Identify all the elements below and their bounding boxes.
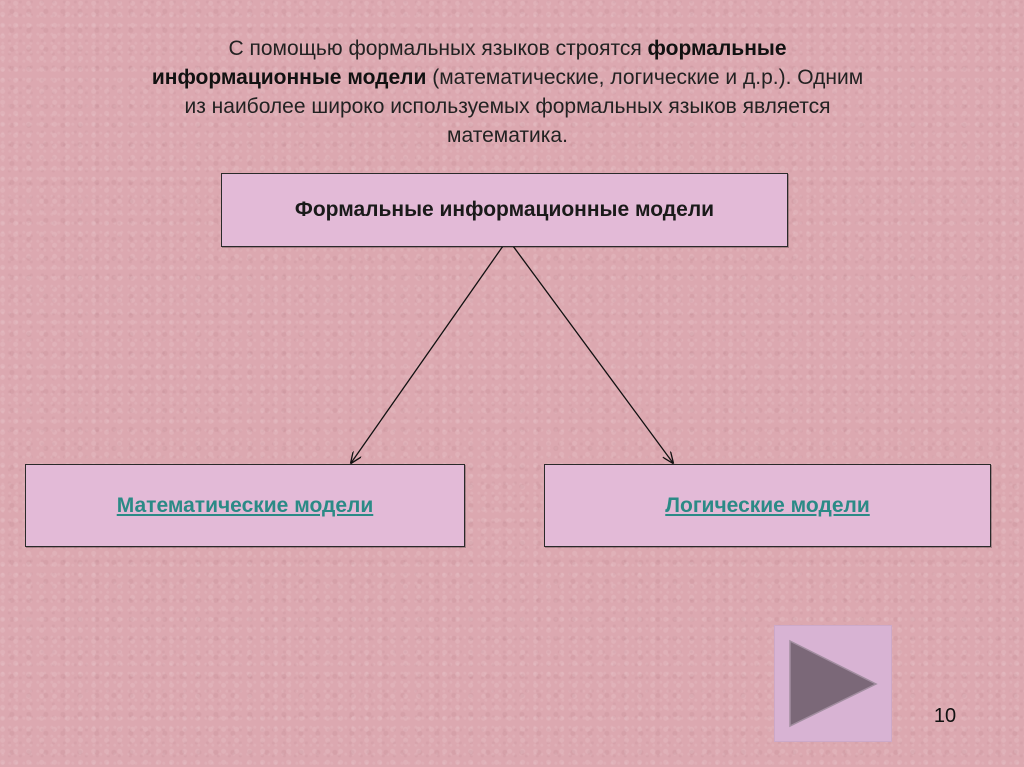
logic-models-link[interactable]: Логические модели — [665, 493, 870, 517]
math-models-box: Математические модели — [25, 464, 465, 547]
arrow-to-math-models — [351, 245, 504, 463]
arrow-to-logic-models — [512, 245, 673, 463]
intro-text: С помощью формальных языков строятся фор… — [150, 34, 865, 150]
root-node-label: Формальные информационные модели — [294, 198, 715, 221]
root-node-box: Формальные информационные модели — [221, 173, 788, 247]
intro-text-end: (математические, логические и д.р.). Одн… — [184, 66, 864, 147]
math-models-link[interactable]: Математические модели — [116, 493, 374, 517]
intro-text-start: С помощью формальных языков строятся — [228, 37, 648, 60]
next-slide-button[interactable] — [774, 625, 892, 742]
page-number: 10 — [933, 705, 957, 727]
play-triangle-icon — [789, 639, 878, 728]
intro-text-bold: формальные информационные модели — [151, 37, 787, 89]
logic-models-box: Логические модели — [544, 464, 991, 547]
